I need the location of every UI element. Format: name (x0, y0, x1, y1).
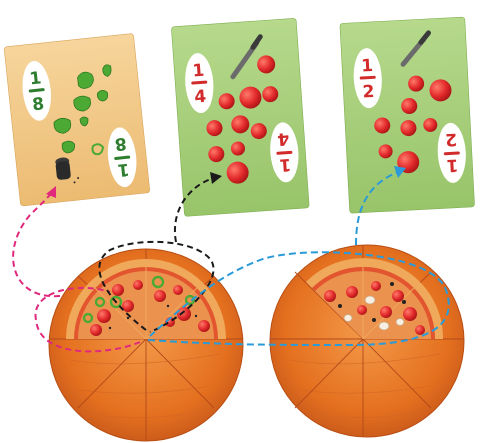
svg-text:1: 1 (446, 155, 459, 176)
peppers-card-denominator: 8 (31, 94, 45, 115)
knife-icon (400, 30, 431, 67)
tomatoes-quarter-card-denominator: 4 (194, 87, 207, 108)
arrow-tomatoes-quarter-head (210, 172, 222, 184)
tomatoes-quarter-card[interactable]: 1 4 1 4 (171, 18, 310, 217)
left-pizza-board[interactable] (48, 248, 244, 442)
tomatoes-half-card-denominator: 2 (362, 82, 375, 103)
peppers-card-numerator: 1 (29, 68, 43, 89)
peppers-card-fraction: 1 8 (22, 60, 52, 121)
arrow-peppers-head (46, 186, 56, 198)
tomatoes-quarter-card-numerator: 1 (192, 61, 205, 82)
svg-text:4: 4 (277, 128, 290, 149)
tomatoes-half-card-numerator: 1 (361, 56, 374, 77)
right-pizza-board[interactable] (269, 244, 465, 438)
tomato-icons (206, 55, 279, 184)
svg-text:2: 2 (445, 129, 458, 150)
arrow-peppers (12, 191, 141, 353)
tomatoes-quarter-card-fraction-inverted: 1 4 (270, 122, 299, 183)
svg-text:1: 1 (116, 159, 130, 180)
arrow-tomatoes-half (147, 171, 450, 347)
pepper-shaker-icon (55, 157, 80, 184)
tomatoes-half-card-fraction-inverted: 1 2 (437, 122, 466, 183)
arrow-tomatoes-half-head (394, 166, 406, 178)
right-board-pizza (306, 258, 444, 340)
knife-icon (230, 34, 263, 80)
arrow-tomatoes-quarter (98, 177, 215, 333)
peppers-card[interactable]: 1 8 1 8 (3, 33, 150, 207)
green-pepper-icons (53, 64, 112, 156)
svg-text:8: 8 (114, 133, 128, 154)
tomatoes-half-card[interactable]: 1 2 1 2 (339, 16, 475, 214)
tomatoes-half-card-fraction: 1 2 (353, 48, 382, 109)
tomatoes-quarter-card-fraction: 1 4 (185, 53, 214, 114)
svg-text:1: 1 (279, 154, 292, 175)
tomato-icons (374, 75, 452, 174)
peppers-card-fraction-inverted: 1 8 (107, 127, 137, 188)
